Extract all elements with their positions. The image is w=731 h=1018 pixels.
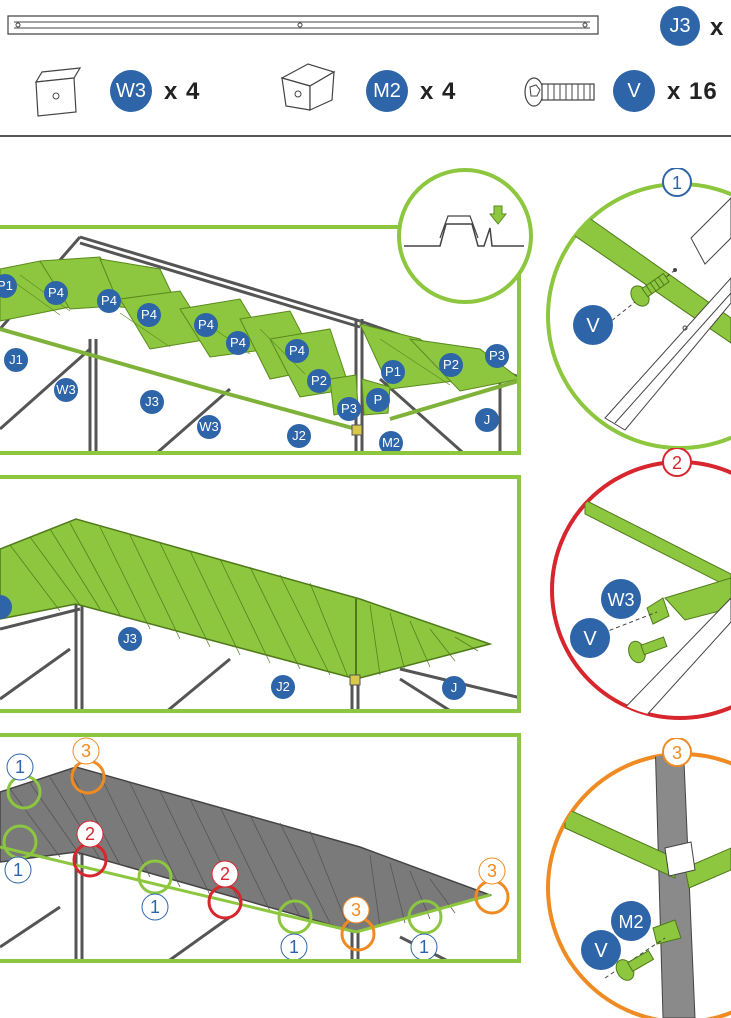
part-qty-w3: x 4 (164, 78, 201, 105)
part-qty-j3: x (710, 14, 725, 41)
svg-text:1: 1 (13, 860, 23, 880)
marker-1-c: 1 (141, 893, 169, 921)
svg-text:J3: J3 (123, 631, 137, 646)
label-w3-left: W3 (54, 378, 78, 402)
detail-1-number: 1 (672, 173, 682, 193)
svg-text:1: 1 (419, 937, 429, 957)
svg-text:W3: W3 (199, 419, 219, 434)
label-j2: J2 (287, 424, 311, 448)
svg-text:P: P (374, 392, 383, 407)
svg-text:2: 2 (220, 864, 230, 884)
label-p: P (366, 388, 390, 412)
svg-text:1: 1 (289, 937, 299, 957)
svg-text:P2: P2 (443, 357, 459, 372)
profile-detail-inset (397, 168, 533, 304)
label-j3-panel2: J3 (118, 627, 142, 651)
svg-text:J3: J3 (145, 394, 159, 409)
svg-text:P4: P4 (48, 285, 64, 300)
detail-3-screw-label: V (594, 940, 608, 962)
marker-3-c: 3 (478, 857, 506, 885)
label-j-panel2: J (442, 676, 466, 700)
bracket-w3-icon (34, 67, 82, 117)
panel1-labels: P1 P4 P4 P4 P4 P4 P4 P2 P1 P2 P3 P3 P J1… (0, 274, 509, 451)
panel2-labels: J3 J2 J (0, 595, 466, 700)
svg-text:J2: J2 (276, 679, 290, 694)
svg-text:W3: W3 (56, 382, 76, 397)
detail-2: 2 W3 V (550, 448, 731, 720)
svg-text:J: J (451, 680, 458, 695)
svg-text:P4: P4 (101, 293, 117, 308)
svg-text:3: 3 (81, 741, 91, 761)
marker-1-a: 1 (6, 753, 34, 781)
step-panel-2: J3 J2 J (0, 475, 521, 713)
label-m2: M2 (379, 431, 403, 451)
svg-text:P1: P1 (385, 364, 401, 379)
label-p2-center: P2 (307, 369, 331, 393)
label-p4-7: P4 (285, 339, 309, 363)
svg-text:3: 3 (487, 861, 497, 881)
rail-part-j3-image (7, 15, 599, 35)
detail-3-number: 3 (672, 743, 682, 763)
label-p1-left: P1 (0, 274, 17, 298)
marker-2-b: 2 (211, 860, 239, 888)
label-p4-6: P4 (226, 331, 250, 355)
marker-2-a: 2 (76, 820, 104, 848)
svg-text:2: 2 (85, 824, 95, 844)
svg-text:P2: P2 (311, 373, 327, 388)
label-j1: J1 (4, 348, 28, 372)
label-j2-panel2: J2 (271, 675, 295, 699)
part-badge-m2: M2 (366, 70, 408, 112)
label-p4-2: P4 (97, 289, 121, 313)
marker-1-d: 1 (280, 933, 308, 959)
part-badge-v: V (613, 70, 655, 112)
detail-3-bracket-label: M2 (618, 912, 643, 932)
detail-3: 3 M2 V (546, 738, 731, 1018)
svg-text:J1: J1 (9, 352, 23, 367)
label-p3-right: P3 (485, 344, 509, 368)
detail-1: 1 V (546, 168, 731, 450)
step-panel-3: 1 3 1 2 1 2 3 1 3 1 (0, 733, 521, 963)
svg-text:P4: P4 (198, 317, 214, 332)
svg-text:P3: P3 (489, 348, 505, 363)
bracket-m2-icon (280, 63, 336, 111)
label-p3-center: P3 (337, 397, 361, 421)
label-j-right: J (475, 408, 499, 432)
svg-text:P4: P4 (141, 307, 157, 322)
header-divider (0, 135, 731, 137)
detail-2-screw-label: V (583, 628, 597, 650)
svg-text:M2: M2 (382, 435, 400, 450)
svg-text:J2: J2 (292, 428, 306, 443)
label-j3: J3 (140, 390, 164, 414)
svg-text:P4: P4 (289, 343, 305, 358)
svg-text:P4: P4 (230, 335, 246, 350)
detail-1-screw-label: V (586, 315, 600, 337)
panel3-markers: 1 3 1 2 1 2 3 1 3 1 (4, 737, 506, 959)
marker-3-b: 3 (342, 896, 370, 924)
part-qty-v: x 16 (667, 78, 718, 105)
part-badge-w3: W3 (110, 70, 152, 112)
label-w3-center: W3 (197, 415, 221, 439)
part-badge-j3: J3 (660, 6, 700, 46)
screw-v-icon (524, 77, 595, 107)
marker-3-a: 3 (72, 737, 100, 765)
label-p2-right: P2 (439, 353, 463, 377)
part-qty-m2: x 4 (420, 78, 457, 105)
svg-text:P3: P3 (341, 401, 357, 416)
marker-1-e: 1 (410, 933, 438, 959)
svg-text:P1: P1 (0, 278, 13, 293)
svg-text:3: 3 (351, 900, 361, 920)
label-p4-1: P4 (44, 281, 68, 305)
svg-text:1: 1 (150, 897, 160, 917)
detail-2-bracket-label: W3 (608, 590, 635, 610)
label-p4-3: P4 (137, 303, 161, 327)
detail-2-number: 2 (672, 453, 682, 473)
svg-text:1: 1 (15, 757, 25, 777)
label-p4-4: P4 (194, 313, 218, 337)
marker-1-b: 1 (4, 856, 32, 884)
svg-text:J: J (484, 412, 491, 427)
label-p1-right: P1 (381, 360, 405, 384)
